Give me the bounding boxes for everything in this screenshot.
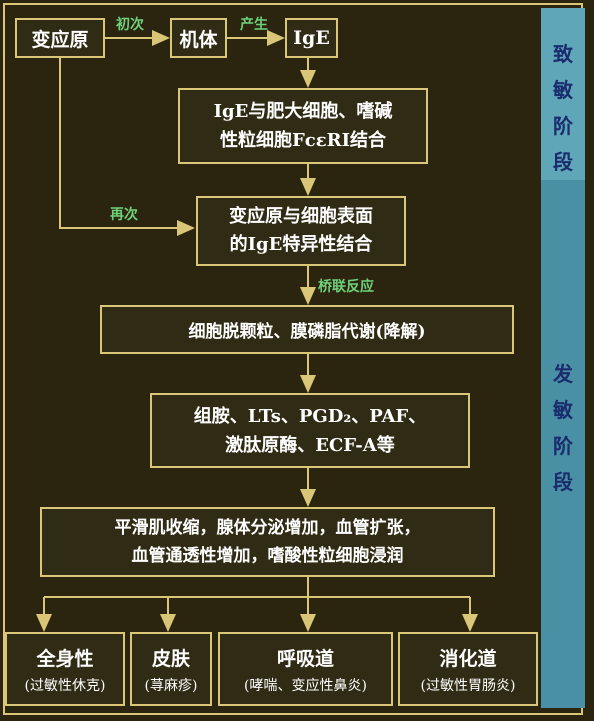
node-ige: IgE bbox=[285, 18, 338, 58]
outcome-skin: 皮肤 (荨麻疹) bbox=[130, 632, 212, 706]
node-ige-receptor-binding: IgE与肥大细胞、嗜碱 性粒细胞FcεRI结合 bbox=[178, 88, 428, 164]
outcome-respiratory-name: 呼吸道 bbox=[276, 647, 334, 670]
outcome-skin-detail: (荨麻疹) bbox=[144, 677, 198, 694]
outcome-skin-name: 皮肤 bbox=[151, 647, 190, 670]
node-allergen: 变应原 bbox=[15, 18, 105, 58]
outcome-digestive: 消化道 (过敏性胃肠炎) bbox=[398, 632, 538, 706]
edge-label-again: 再次 bbox=[110, 207, 138, 223]
node-allergen-specific-binding: 变应原与细胞表面 的IgE特异性结合 bbox=[196, 196, 406, 266]
stage-bar-sensitization bbox=[541, 8, 585, 180]
outcome-respiratory-detail: (哮喘、变应性鼻炎) bbox=[244, 677, 367, 694]
outcome-systemic-name: 全身性 bbox=[36, 647, 94, 670]
outcome-systemic: 全身性 (过敏性休克) bbox=[5, 632, 125, 706]
stage-text-sensitization: 致敏阶段 bbox=[553, 42, 573, 174]
outcome-digestive-name: 消化道 bbox=[439, 647, 497, 670]
node-degranulation: 细胞脱颗粒、膜磷脂代谢(降解) bbox=[100, 305, 514, 354]
node-body: 机体 bbox=[170, 18, 227, 58]
stage-label-sensitization: 致敏阶段 bbox=[548, 38, 578, 182]
edge-label-produce: 产生 bbox=[240, 17, 268, 33]
edge-label-crosslink: 桥联反应 bbox=[318, 279, 374, 295]
outcome-digestive-detail: (过敏性胃肠炎) bbox=[420, 677, 516, 694]
stage-label-activation: 发敏阶段 bbox=[548, 358, 578, 502]
arrow-again bbox=[59, 58, 195, 236]
node-effects: 平滑肌收缩，腺体分泌增加，血管扩张， 血管通透性增加，嗜酸性粒细胞浸润 bbox=[40, 507, 495, 577]
edge-label-first: 初次 bbox=[116, 17, 144, 33]
node-mediators: 组胺、LTs、PGD₂、PAF、 激肽原酶、ECF-A等 bbox=[150, 393, 470, 468]
outcome-respiratory: 呼吸道 (哮喘、变应性鼻炎) bbox=[218, 632, 393, 706]
outcome-systemic-detail: (过敏性休克) bbox=[24, 677, 106, 694]
stage-text-activation: 发敏阶段 bbox=[553, 362, 573, 494]
